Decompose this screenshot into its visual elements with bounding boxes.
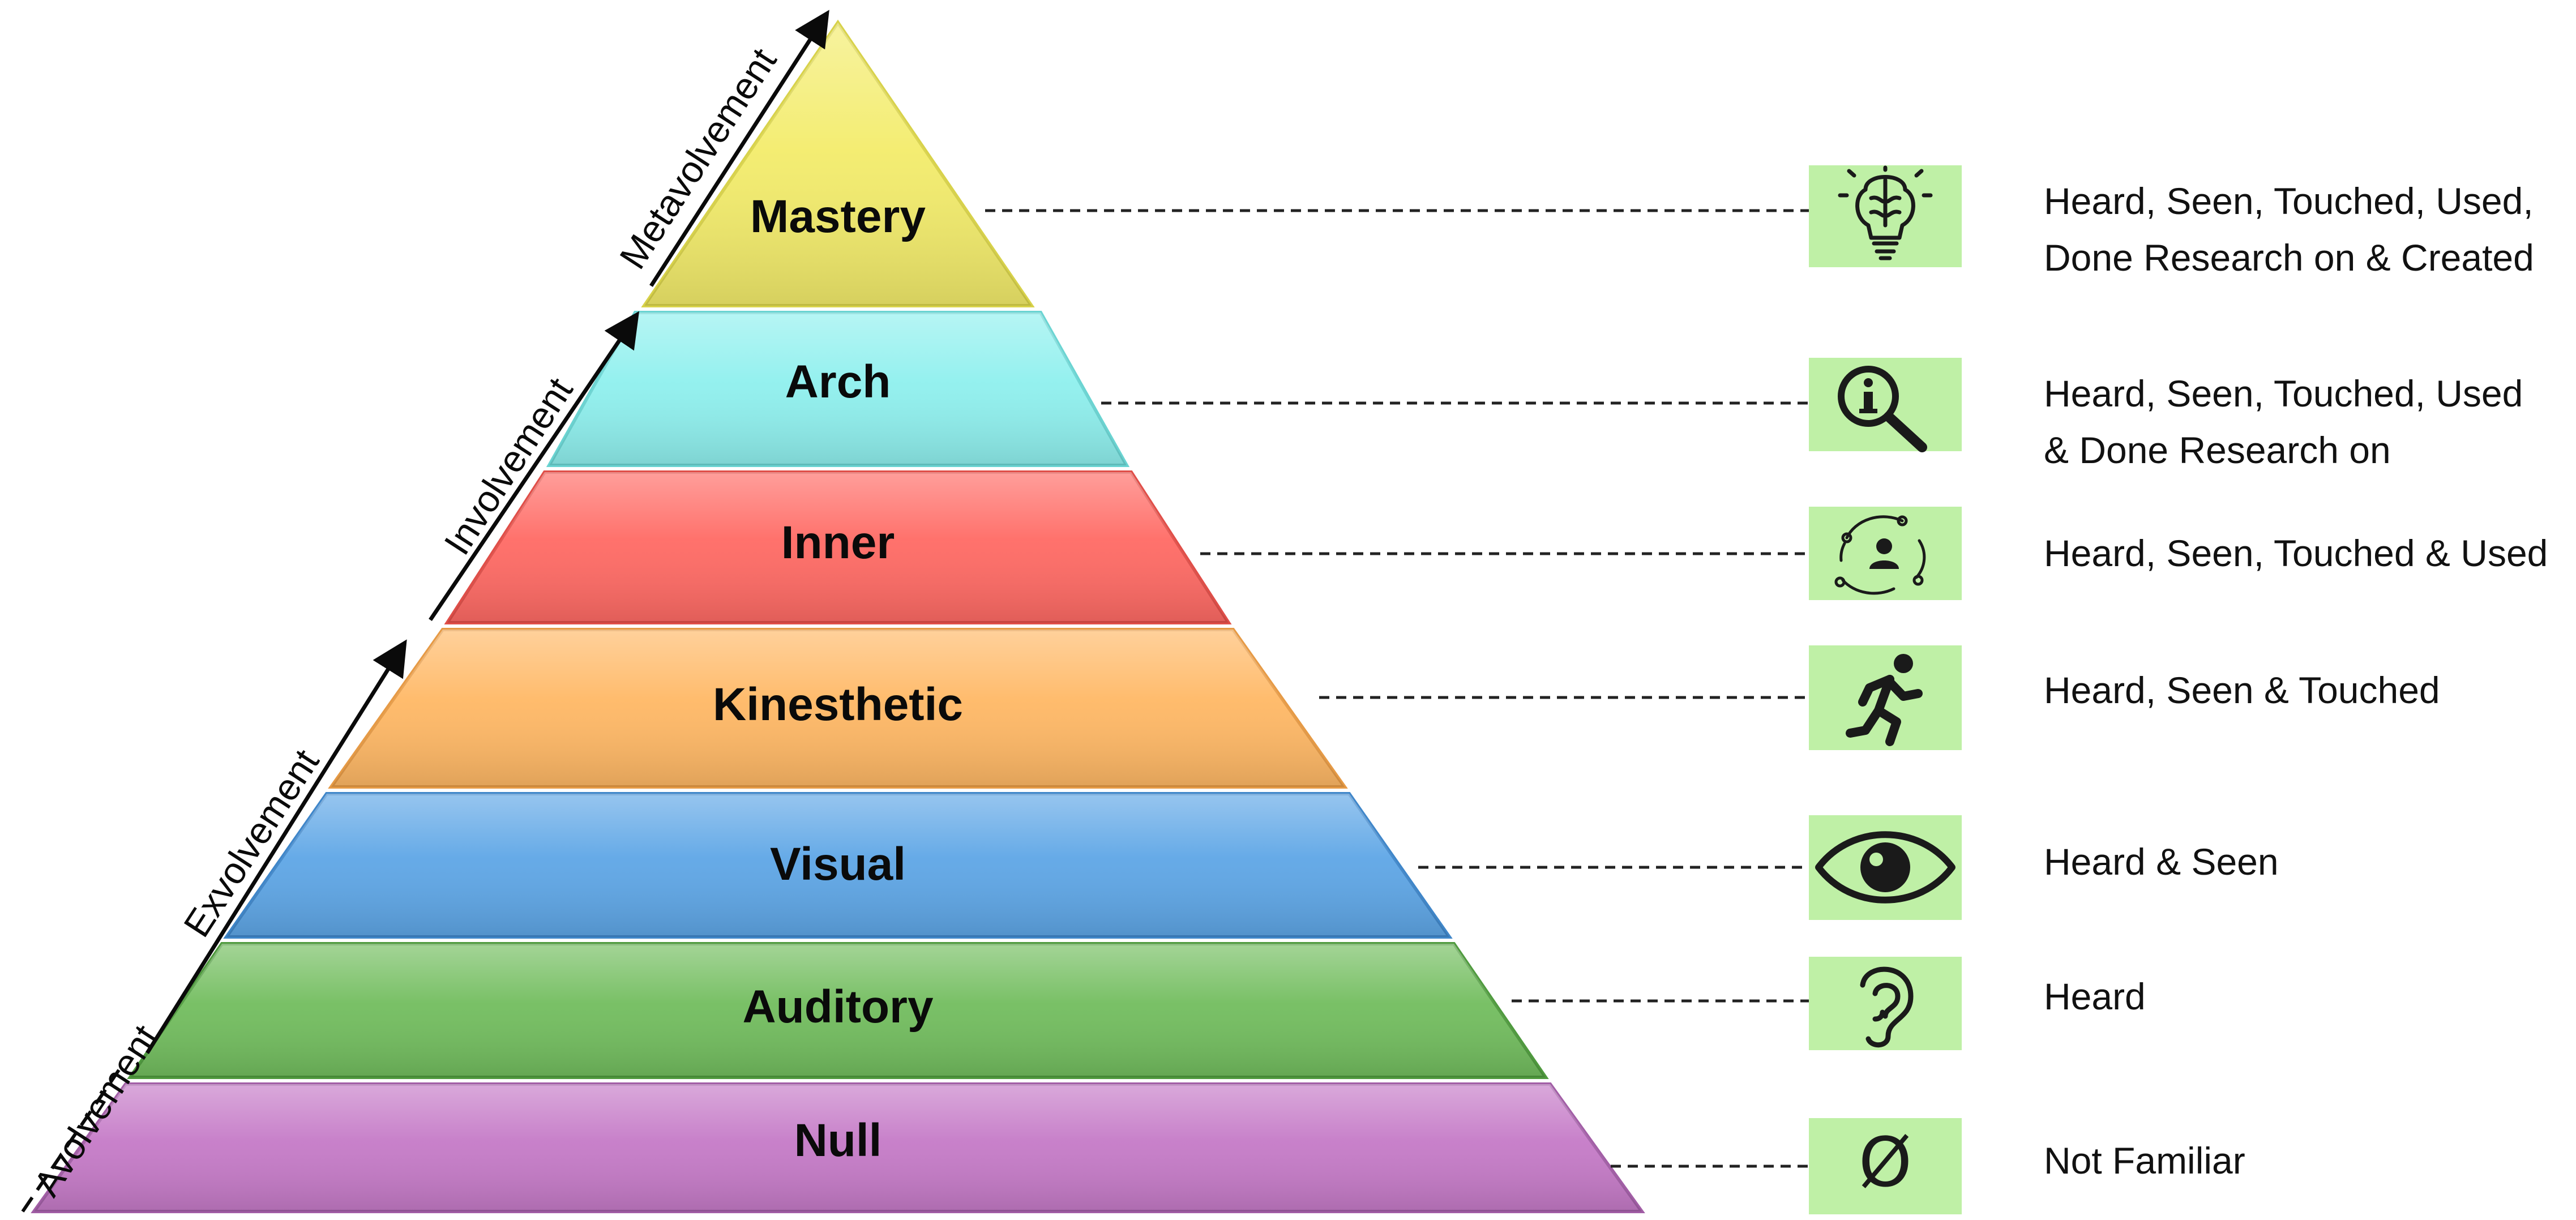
level-label-mastery: Mastery [750, 191, 926, 242]
desc-kinesthetic: Heard, Seen & Touched [2044, 669, 2440, 711]
level-label-inner: Inner [781, 517, 895, 568]
desc-arch-line2: & Done Research on [2044, 429, 2391, 471]
lightbulb-brain-icon [1809, 165, 1962, 267]
desc-inner: Heard, Seen, Touched & Used [2044, 532, 2548, 574]
ear-icon [1809, 957, 1962, 1050]
layer-arch: Arch [546, 311, 1130, 467]
running-person-icon [1809, 645, 1962, 750]
avolvement-dash [21, 1069, 121, 1213]
desc-arch-line1: Heard, Seen, Touched, Used [2044, 373, 2523, 414]
empty-set-icon: Ø [1809, 1118, 1962, 1214]
exvolvement-arrow [146, 639, 407, 1054]
layer-kinesthetic: Kinesthetic [328, 628, 1348, 789]
metavolvement-arrow [649, 10, 829, 287]
level-label-kinesthetic: Kinesthetic [713, 679, 963, 730]
icons: Ø [1809, 165, 1962, 1214]
level-label-visual: Visual [770, 838, 906, 890]
desc-null: Not Familiar [2044, 1140, 2245, 1182]
layer-null: Null [31, 1082, 1645, 1213]
level-label-auditory: Auditory [742, 981, 933, 1033]
layer-inner: Inner [444, 470, 1232, 624]
info-magnifier-icon [1809, 358, 1962, 452]
desc-auditory: Heard [2044, 975, 2146, 1017]
level-label-arch: Arch [785, 356, 891, 408]
descriptions: Heard, Seen, Touched, Used, Done Researc… [2044, 180, 2548, 1182]
layer-visual: Visual [223, 792, 1453, 939]
pyramid: Mastery Arch Inner Kinesthetic Visual Au… [31, 19, 1645, 1213]
desc-mastery-line2: Done Research on & Created [2044, 237, 2534, 279]
connectors [985, 209, 1809, 1168]
layer-mastery: Mastery [641, 19, 1035, 307]
involvement-arrow [429, 311, 640, 621]
person-cycle-icon [1809, 507, 1962, 600]
desc-mastery-line1: Heard, Seen, Touched, Used, [2044, 180, 2534, 222]
desc-visual: Heard & Seen [2044, 841, 2279, 883]
eye-icon [1809, 815, 1962, 920]
layer-auditory: Auditory [127, 942, 1549, 1079]
level-label-null: Null [794, 1115, 882, 1166]
empty-set-glyph: Ø [1859, 1124, 1912, 1202]
